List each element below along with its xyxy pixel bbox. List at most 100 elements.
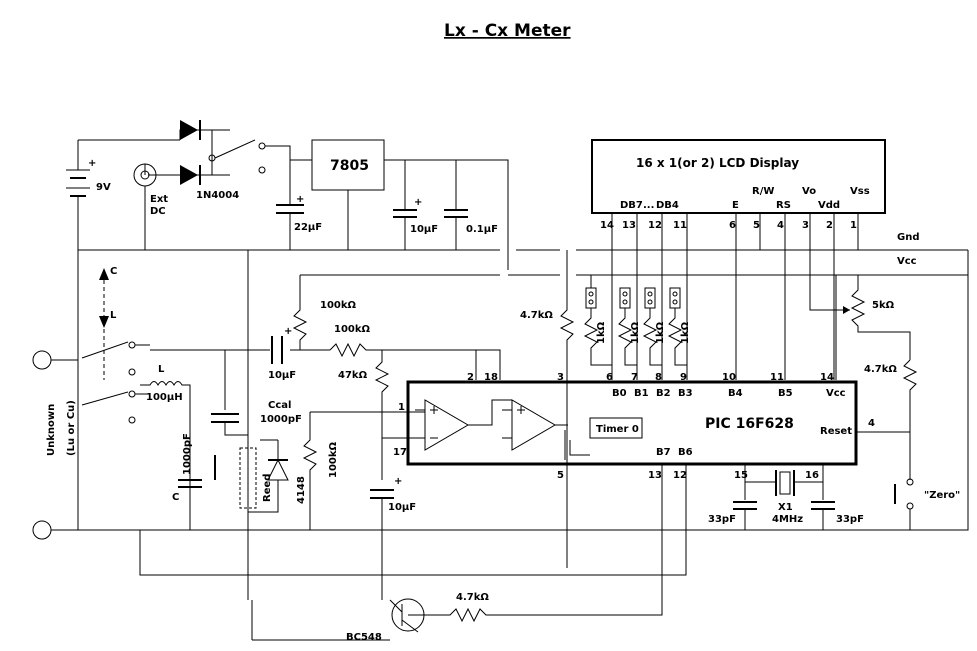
lcd-num-12: 12	[648, 220, 662, 231]
pin-b3: B3	[678, 388, 693, 399]
lcd-display: 16 x 1(or 2) LCD Display DB7 ... DB4 E R…	[591, 139, 886, 380]
reed-label: Reed	[262, 474, 273, 502]
bc548-label: BC548	[346, 632, 382, 643]
pic-reset: Reset	[820, 426, 852, 437]
pin-b4: B4	[728, 388, 743, 399]
l-value: 100µH	[146, 392, 183, 403]
ext-label-1: Ext	[150, 194, 168, 205]
r1k-4: 1kΩ	[680, 321, 691, 344]
lc-tank: Ccal 1000pF C 1000pF L 100µH Reed 4148	[140, 250, 307, 600]
cap-22-label: 22µF	[294, 222, 322, 233]
pin-num-15: 15	[734, 470, 748, 481]
ext-label-2: DC	[150, 206, 166, 217]
pin-num-10: 10	[722, 372, 736, 383]
pin-num-12: 12	[673, 470, 687, 481]
battery-plus: +	[88, 158, 96, 169]
r100k-c: 100kΩ	[328, 441, 339, 478]
pin-b5: B5	[778, 388, 793, 399]
ccal-2: 1000pF	[260, 414, 302, 425]
power-switch[interactable]	[208, 139, 312, 174]
battery-label: 9V	[96, 182, 111, 193]
pin-num-13: 13	[648, 470, 662, 481]
input-switches[interactable]: C L Unknown (Lu or Cu)	[32, 250, 150, 540]
input-network: 100kΩ + 10µF 100kΩ 47kΩ 100kΩ + 10µF 4.7…	[150, 250, 575, 600]
cap-10a-plus: +	[414, 197, 422, 208]
pic-label: PIC 16F628	[705, 416, 794, 432]
pin-num-6: 6	[606, 372, 613, 383]
r100k-b: 100kΩ	[334, 324, 371, 335]
zero-label: "Zero"	[924, 490, 960, 501]
cap-10b-label: 10µF	[268, 370, 296, 381]
pin-num-17: 17	[393, 447, 407, 458]
r1k-2: 1kΩ	[630, 321, 641, 344]
diode-label: 1N4004	[196, 190, 239, 201]
x1-label: X1	[778, 502, 793, 513]
r47k: 47kΩ	[338, 370, 368, 381]
c33b-label: 33pF	[836, 514, 864, 525]
crystal: X1 4MHz 33pF 33pF	[708, 464, 864, 530]
lcd-pin-rw: R/W	[752, 186, 774, 197]
pic-16f628: PIC 16F628 Reset Timer 0 B0 B1 B2 B3 B4 …	[393, 372, 875, 481]
cap-10c-plus: +	[394, 476, 402, 487]
lcd-label: 16 x 1(or 2) LCD Display	[636, 156, 799, 170]
pin-b6: B6	[678, 447, 693, 458]
pin-num-14: 14	[820, 372, 834, 383]
switch-l-label: L	[110, 310, 117, 321]
diode-1n4004: 1N4004	[179, 120, 239, 201]
lcd-num-13: 13	[622, 220, 636, 231]
r1k-1: 1kΩ	[596, 321, 607, 344]
lcd-pin-vss: Vss	[850, 186, 870, 197]
pot-5k[interactable]: 5kΩ	[843, 275, 911, 360]
power-section: + 9V Ext DC 1N4004	[66, 120, 509, 250]
lcd-pin-dots: ...	[643, 200, 654, 211]
pin-num-2: 2	[467, 372, 474, 383]
lcd-pin-e: E	[732, 200, 739, 211]
cap-10c-label: 10µF	[388, 502, 416, 513]
cap-10b-plus: +	[284, 326, 292, 337]
pin-num-18: 18	[484, 372, 498, 383]
ccal-1: Ccal	[268, 400, 291, 411]
r47k-base: 4.7kΩ	[456, 592, 489, 603]
ext-dc-jack[interactable]: Ext DC	[133, 163, 180, 250]
pin-num-9: 9	[680, 372, 687, 383]
lcd-pin-vo: Vo	[802, 186, 816, 197]
transistor-bc548: BC548 4.7kΩ	[139, 464, 687, 643]
unknown-label-2: (Lu or Cu)	[66, 400, 77, 456]
lcd-pin-db4: DB4	[656, 200, 679, 211]
pin-b1: B1	[634, 388, 649, 399]
c-value: 1000pF	[182, 433, 193, 475]
battery: + 9V	[66, 158, 111, 250]
led-jumpers: 1kΩ 1kΩ 1kΩ 1kΩ	[583, 275, 691, 366]
pin-num-8: 8	[655, 372, 662, 383]
r47k-pull: 4.7kΩ	[520, 310, 553, 321]
regulator-label: 7805	[330, 158, 369, 174]
c33a-label: 33pF	[708, 514, 736, 525]
lcd-num-1: 1	[850, 220, 857, 231]
lcd-num-4: 4	[777, 220, 784, 231]
pin-num-3: 3	[557, 372, 564, 383]
c-label: C	[172, 492, 179, 503]
gnd-label: Gnd	[897, 232, 920, 243]
lcd-pin-vdd: Vdd	[818, 200, 840, 211]
cap-0-1uf: 0.1µF	[444, 160, 498, 250]
rails: Gnd Vcc	[78, 232, 969, 531]
page-title: Lx - Cx Meter	[444, 21, 571, 41]
pot-label: 5kΩ	[872, 300, 895, 311]
pin-num-11: 11	[770, 372, 784, 383]
pin-num-5: 5	[557, 470, 564, 481]
lcd-num-6: 6	[729, 220, 736, 231]
pin-b0: B0	[612, 388, 627, 399]
l-label: L	[158, 364, 165, 375]
cap-10uf-a: + 10µF	[393, 160, 438, 250]
regulator-7805: 7805	[311, 139, 509, 250]
pic-timer: Timer 0	[596, 424, 639, 435]
pin-num-7: 7	[631, 372, 638, 383]
r100k-a: 100kΩ	[320, 300, 357, 311]
lcd-num-2: 2	[826, 220, 833, 231]
switch-c-label: C	[110, 266, 117, 277]
cap-01-label: 0.1µF	[466, 224, 498, 235]
cap-22-plus: +	[296, 194, 304, 205]
pin-b7: B7	[656, 447, 671, 458]
x1-freq: 4MHz	[772, 514, 803, 525]
